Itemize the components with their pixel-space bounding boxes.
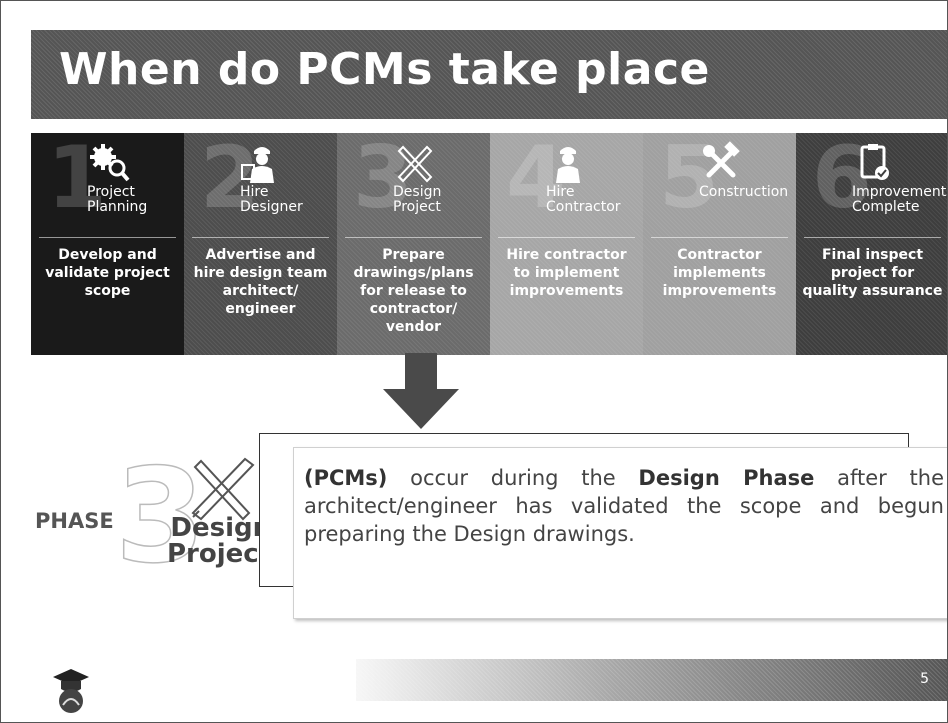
divider bbox=[651, 237, 788, 238]
phase-indicator: 3 PHASE Design Project bbox=[35, 440, 285, 592]
clipboard-check-icon bbox=[860, 144, 889, 180]
step-label: Hire Designer bbox=[240, 184, 303, 215]
step-description: Prepare drawings/plans for release to co… bbox=[353, 247, 474, 335]
pencil-ruler-icon bbox=[397, 145, 433, 183]
callout-part1: occur during the bbox=[387, 466, 639, 490]
callout-emphasis: Design Phase bbox=[638, 466, 815, 490]
callout-box: (PCMs) occur during the Design Phase aft… bbox=[293, 447, 947, 619]
callout-text: (PCMs) occur during the Design Phase aft… bbox=[304, 464, 944, 548]
page-number: 5 bbox=[920, 671, 929, 687]
step-label: Improvements Complete bbox=[852, 184, 948, 215]
callout-part2: after the architect/engineer has validat… bbox=[304, 466, 945, 546]
step-description: Develop and validate project scope bbox=[45, 247, 170, 299]
footer-bar: 5 bbox=[356, 659, 947, 701]
step-design-project: 3 Design Project Prepare drawings/plans … bbox=[337, 133, 490, 355]
step-description: Hire contractor to implement improvement… bbox=[506, 247, 627, 299]
graduation-cap-logo-icon bbox=[53, 669, 89, 713]
phase-word: PHASE bbox=[35, 509, 114, 533]
worker-icon bbox=[556, 147, 580, 183]
step-label: Hire Contractor bbox=[546, 184, 621, 215]
step-description: Final inspect project for quality assura… bbox=[802, 247, 943, 299]
step-label: Design Project bbox=[393, 184, 442, 215]
step-label: Construction bbox=[699, 184, 789, 200]
step-construction: 5 Construction Contractor implements imp… bbox=[643, 133, 796, 355]
step-description: Contractor implements improvements bbox=[662, 247, 777, 299]
step-hire-contractor: 4 Hire Contractor Hire contractor to imp… bbox=[490, 133, 643, 355]
hammer-wrench-icon bbox=[703, 141, 740, 178]
callout-lead: (PCMs) bbox=[304, 466, 388, 490]
divider bbox=[804, 237, 941, 238]
divider bbox=[345, 237, 482, 238]
title-bar: When do PCMs take place bbox=[31, 30, 947, 119]
down-arrow-icon bbox=[383, 353, 459, 429]
step-hire-designer: 2 Hire Designer Advertise and hire desig… bbox=[184, 133, 337, 355]
process-steps: 1 Project Planning Develop and validate … bbox=[31, 133, 948, 355]
slide-title: When do PCMs take place bbox=[59, 44, 710, 95]
divider bbox=[39, 237, 176, 238]
engineer-drawing-icon bbox=[241, 147, 274, 183]
step-project-planning: 1 Project Planning Develop and validate … bbox=[31, 133, 184, 355]
phase-label: Design Project bbox=[167, 513, 272, 569]
pencil-ruler-icon bbox=[191, 457, 255, 521]
divider bbox=[192, 237, 329, 238]
gear-magnifier-icon bbox=[90, 144, 130, 182]
step-number: 3 bbox=[353, 133, 413, 228]
divider bbox=[498, 237, 635, 238]
step-number: 4 bbox=[506, 133, 566, 228]
step-improvements-complete: 6 Improvements Complete Final inspect pr… bbox=[796, 133, 948, 355]
phase-number: 3 bbox=[114, 440, 206, 592]
step-label: Project Planning bbox=[87, 184, 148, 215]
step-description: Advertise and hire design team architect… bbox=[193, 247, 328, 317]
